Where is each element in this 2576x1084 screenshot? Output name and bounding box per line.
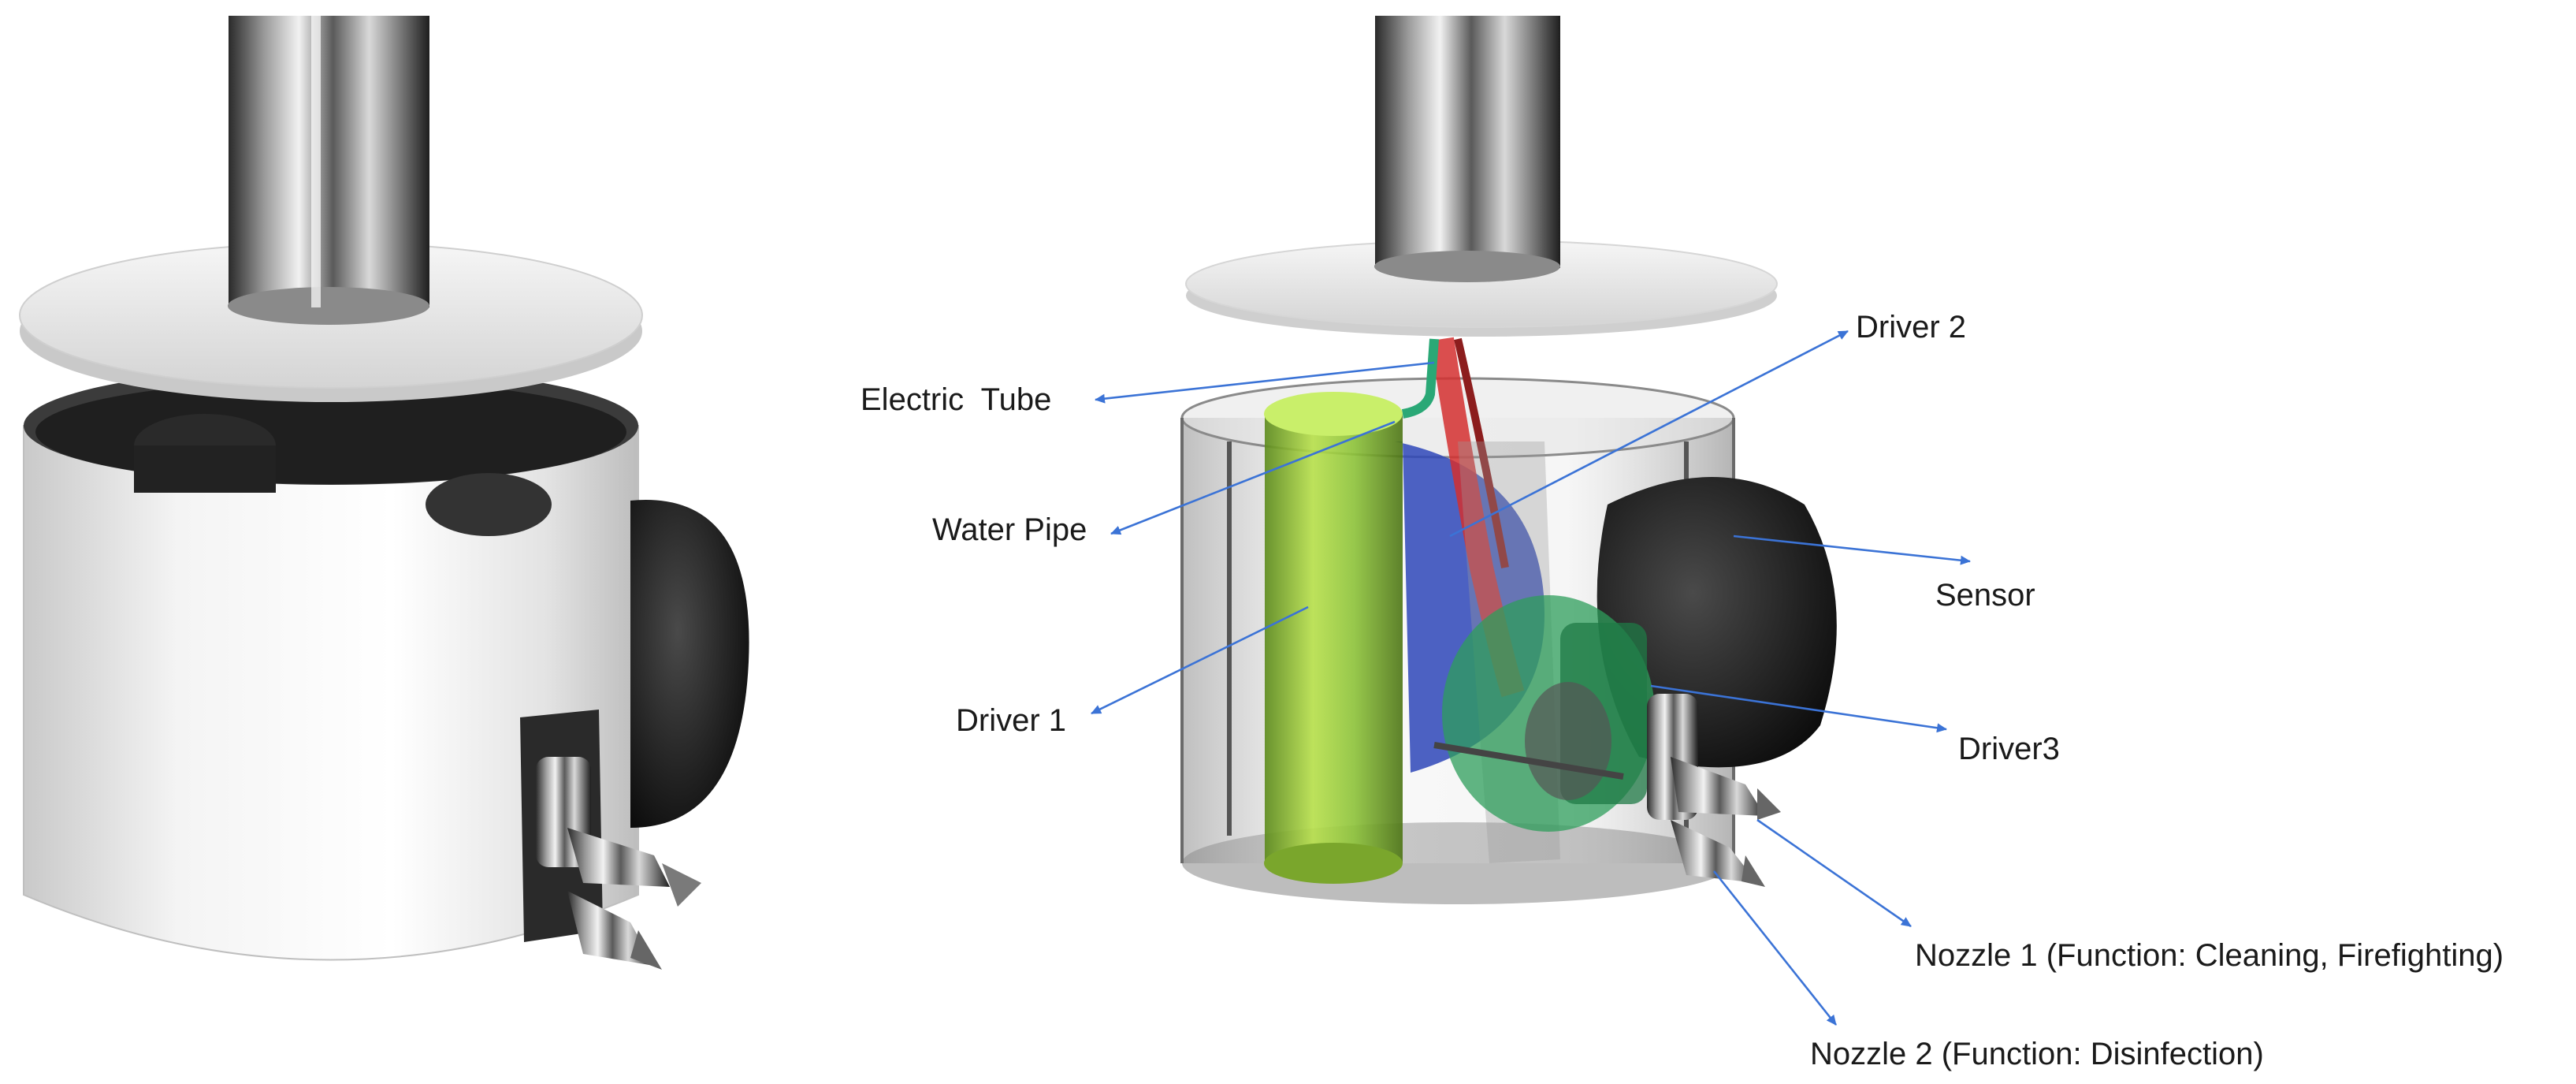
label-driver-1: Driver 1 [956,703,1066,738]
labels: Electric Tube Driver 2 Water Pipe Sensor… [861,310,2504,1071]
arrow-driver-3 [1650,684,1947,733]
arrow-nozzle-1 [1756,818,1912,928]
label-driver-2: Driver 2 [1856,310,1966,345]
label-sensor: Sensor [1935,578,2035,613]
driver-1-part [1264,392,1403,884]
driver-3-part [1433,595,1655,832]
nozzle-assembly-exploded [1647,694,1781,887]
label-electric-tube: Electric Tube [861,382,1051,417]
label-driver-3: Driver3 [1958,732,2060,766]
assembled-robot-illustration [19,16,749,970]
label-nozzle-1: Nozzle 1 (Function: Cleaning, Firefighti… [1915,938,2504,973]
arrow-electric-tube [1095,361,1435,404]
callout-arrows [1091,330,1971,1026]
arrow-sensor [1733,535,1971,565]
sensor-disc-assembled [630,500,749,828]
label-nozzle-2: Nozzle 2 (Function: Disinfection) [1810,1037,2264,1071]
arrow-driver-1 [1091,605,1309,715]
arrow-water-pipe [1110,420,1396,535]
nozzle-assembly-assembled [536,757,701,970]
arrow-nozzle-2 [1712,870,1838,1026]
arrow-driver-2 [1449,330,1849,538]
water-pipe-part [1401,338,1439,419]
exploded-robot-illustration [1180,16,1837,904]
label-water-pipe: Water Pipe [932,512,1087,547]
